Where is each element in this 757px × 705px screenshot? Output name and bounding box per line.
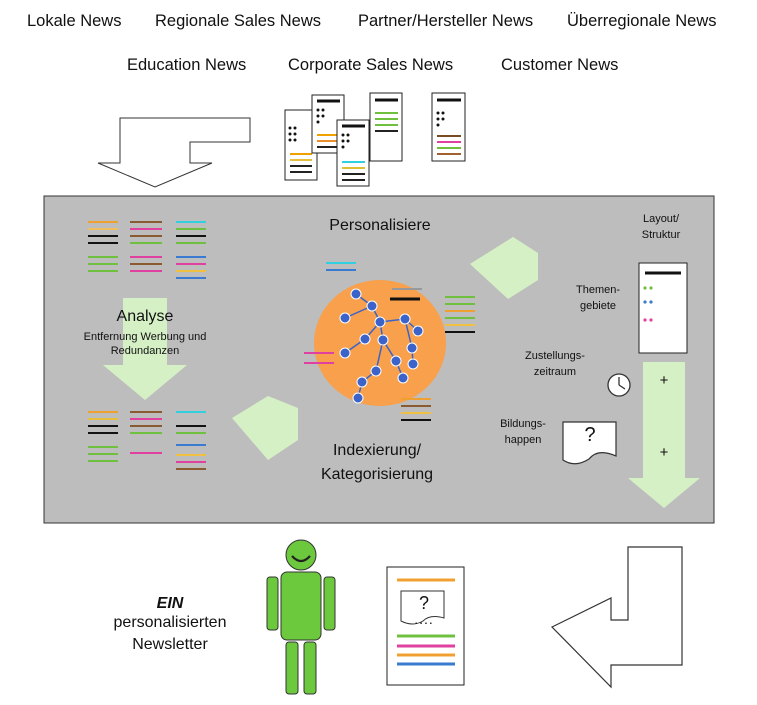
input-arrow-shape [97,117,251,188]
unsorted-lines-group [88,221,206,279]
learning-label-line2: happen [504,434,542,446]
return-arrow-shape [550,546,683,689]
layout-label-line2: Struktur [641,229,681,241]
cleaned-lines-group [88,411,206,470]
category-corporate-sales-news: Corporate Sales News [288,56,454,74]
plus-sign-lower: + [659,444,669,461]
newsletter-ellipsis: .... [414,611,434,627]
flow-arrow-top-shape [470,237,538,299]
indexing-title-line2: Kategorisierung [320,466,434,483]
clock-icon [607,373,631,397]
news-document-3 [336,119,370,187]
category-partner-hersteller-news: Partner/Hersteller News [358,12,534,30]
category-customer-news: Customer News [501,56,619,74]
person-figure [266,539,336,695]
analysis-arrow-shape [103,298,187,400]
category-education-news: Education News [127,56,247,74]
analysis-title: Analyse [116,308,174,325]
layout-label-line1: Layout/ [642,213,680,225]
learning-question-mark: ? [584,424,596,446]
output-newsletter-document [386,566,465,686]
category-regionale-sales-news: Regionale Sales News [155,12,322,30]
incoming-documents-stack [284,92,466,187]
personalize-title: Personalisiere [329,217,431,234]
oval-line-bundles [304,262,475,421]
category-lokale-news: Lokale News [27,12,122,30]
flow-arrow-left-shape [232,396,298,460]
analysis-subtitle-line1: Entfernung Werbung und [83,331,207,343]
delivery-label-line2: zeitraum [533,366,577,378]
right-down-arrow-shape [628,362,700,508]
category-ueberregionale-news: Überregionale News [567,12,717,30]
indexing-title-line1: Indexierung/ [332,442,422,459]
layout-document [638,262,688,354]
learning-label-line1: Bildungs- [500,418,546,430]
result-label-line1: EIN [156,595,184,612]
news-document-4 [369,92,403,162]
news-document-5 [431,92,466,162]
topics-label-line1: Themen- [575,284,621,296]
plus-sign-upper: + [659,372,669,389]
newsletter-question-mark: ? [418,593,429,613]
analysis-subtitle-line2: Redundanzen [110,345,180,357]
learning-note-shape [562,421,617,465]
topics-label-line2: gebiete [579,300,617,312]
network-nodes [339,288,424,404]
delivery-label-line1: Zustellungs- [525,350,585,362]
result-label-line3: Newsletter [132,636,208,653]
result-label-line2: personalisierten [113,614,227,631]
